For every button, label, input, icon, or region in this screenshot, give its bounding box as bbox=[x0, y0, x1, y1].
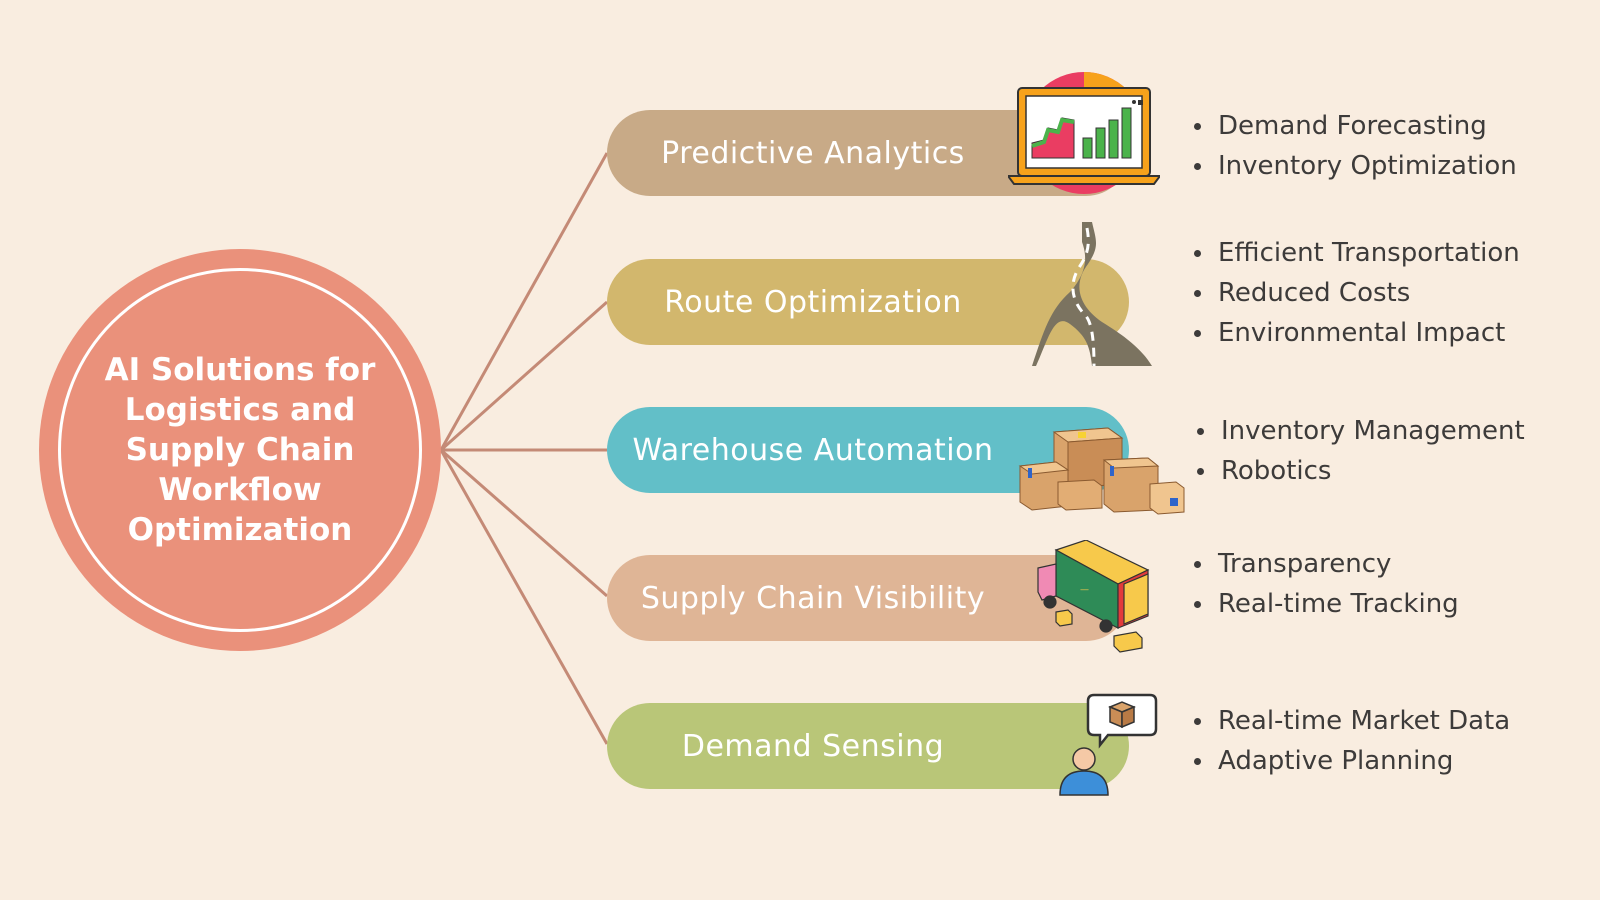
bullet-list-supply-chain-visibility: Transparency Real-time Tracking bbox=[1190, 544, 1459, 624]
bullet-list-warehouse-automation: Inventory Management Robotics bbox=[1193, 411, 1525, 491]
svg-text:—: — bbox=[1080, 585, 1089, 595]
connector-line-1 bbox=[439, 152, 609, 451]
bullet-item: Efficient Transportation bbox=[1190, 233, 1520, 273]
bullet-item: Real-time Tracking bbox=[1190, 584, 1459, 624]
bullet-list-route-optimization: Efficient Transportation Reduced Costs E… bbox=[1190, 233, 1520, 353]
central-topic-title: AI Solutions for Logistics and Supply Ch… bbox=[104, 352, 376, 548]
branch-label: Warehouse Automation bbox=[632, 432, 994, 468]
bullet-list-demand-sensing: Real-time Market Data Adaptive Planning bbox=[1190, 701, 1510, 781]
bullet-item: Adaptive Planning bbox=[1190, 741, 1510, 781]
connector-line-5 bbox=[439, 449, 609, 745]
connector-line-2 bbox=[440, 300, 608, 452]
winding-road-icon bbox=[1032, 222, 1152, 366]
person-package-bubble-icon bbox=[1059, 693, 1158, 796]
delivery-truck-icon: — bbox=[1037, 540, 1150, 653]
bullet-item: Demand Forecasting bbox=[1190, 106, 1517, 146]
branch-label: Route Optimization bbox=[664, 284, 962, 320]
bullet-item: Inventory Optimization bbox=[1190, 146, 1517, 186]
bullet-item: Reduced Costs bbox=[1190, 273, 1520, 313]
branch-label: Supply Chain Visibility bbox=[640, 580, 986, 616]
bullet-list-predictive-analytics: Demand Forecasting Inventory Optimizatio… bbox=[1190, 106, 1517, 186]
branch-route-optimization: Route Optimization bbox=[607, 259, 1129, 345]
connector-line-4 bbox=[440, 448, 608, 598]
branch-demand-sensing: Demand Sensing bbox=[607, 703, 1129, 789]
bullet-item: Inventory Management bbox=[1193, 411, 1525, 451]
cardboard-boxes-icon bbox=[1018, 427, 1185, 515]
bullet-item: Environmental Impact bbox=[1190, 313, 1520, 353]
central-topic-circle: AI Solutions for Logistics and Supply Ch… bbox=[39, 249, 441, 651]
bullet-item: Robotics bbox=[1193, 451, 1525, 491]
laptop-chart-icon bbox=[1008, 72, 1160, 194]
branch-label: Demand Sensing bbox=[681, 728, 945, 764]
central-topic-ring: AI Solutions for Logistics and Supply Ch… bbox=[58, 268, 422, 632]
bullet-item: Real-time Market Data bbox=[1190, 701, 1510, 741]
branch-label: Predictive Analytics bbox=[661, 135, 965, 171]
bullet-item: Transparency bbox=[1190, 544, 1459, 584]
